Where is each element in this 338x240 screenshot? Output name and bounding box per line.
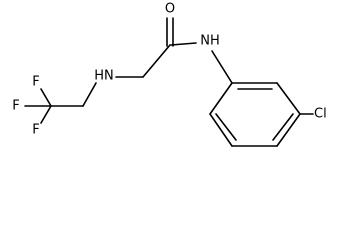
amine-nh-label: HN <box>94 69 114 84</box>
chemical-structure: O NH HN Cl F F F <box>12 2 327 147</box>
ring-inner-bond-3 <box>215 113 237 141</box>
fluorine-left-label: F <box>12 99 19 114</box>
nh-to-ring-bond <box>211 50 233 84</box>
chlorine-label: Cl <box>314 107 327 122</box>
ring-inner-bond-2 <box>272 113 294 141</box>
ring-bond-3 <box>276 113 301 147</box>
fluorine-bottom-label: F <box>32 123 39 138</box>
carbonyl-to-nh-bond <box>170 42 197 46</box>
ring-bond-2 <box>276 82 301 115</box>
oxygen-label: O <box>165 2 175 17</box>
cf3-to-f-bottom-bond <box>40 105 52 124</box>
amide-nh-label: NH <box>200 34 220 49</box>
ring-bond-5 <box>209 113 233 147</box>
cf3-to-f-top-bond <box>40 88 52 107</box>
carbonyl-to-ch2-bond <box>142 44 171 78</box>
ring-bond-6 <box>209 82 233 115</box>
amine-to-ch2-bond <box>82 82 97 107</box>
fluorine-top-label: F <box>32 75 39 90</box>
